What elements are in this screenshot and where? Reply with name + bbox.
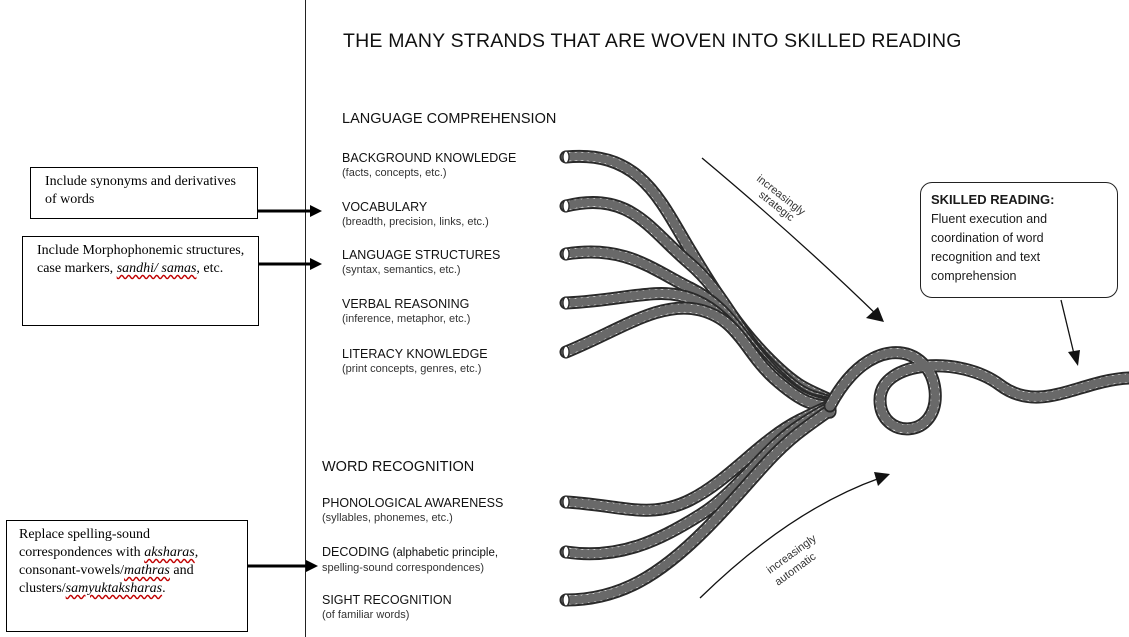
structures-note-italic: sandhi/ samas — [117, 261, 197, 276]
rope-literacy-knowledge-twist — [566, 308, 830, 408]
rope-phonological-awareness-twist — [566, 407, 830, 510]
skilled-reading-box: SKILLED READING: Fluent execution and co… — [920, 182, 1118, 298]
structures-note-box: Include Morphophonemic structures, case … — [22, 236, 259, 326]
structures-note-arrowhead — [310, 258, 322, 270]
strand-end-cap — [563, 496, 569, 508]
decoding-note-tail: . — [162, 581, 166, 596]
strand-end-cap — [563, 200, 569, 212]
decoding-note-box: Replace spelling-sound correspondences w… — [6, 520, 248, 632]
decoding-note-italic-3: samyuktaksharas — [66, 581, 162, 596]
decoding-note-italic-1: aksharas — [144, 545, 195, 560]
decoding-note-italic-2: mathras — [124, 563, 170, 578]
vocab-note-text: Include synonyms and derivatives of word… — [45, 174, 236, 207]
strategic-arrowhead — [866, 307, 884, 322]
skilled-reading-heading: SKILLED READING: — [931, 192, 1107, 207]
strand-end-cap — [563, 248, 569, 260]
strand-end-cap — [563, 594, 569, 606]
strand-end-cap — [563, 546, 569, 558]
automatic-arrowhead — [874, 472, 890, 486]
strategic-arrow — [702, 158, 880, 318]
skilled-reading-body: Fluent execution and coordination of wor… — [931, 210, 1107, 286]
structures-note-tail: , etc. — [196, 261, 223, 276]
skilled-pointer-arrowhead — [1068, 350, 1080, 366]
decoding-note-arrowhead — [306, 560, 318, 572]
vocab-note-box: Include synonyms and derivatives of word… — [30, 167, 258, 219]
strand-end-cap — [563, 297, 569, 309]
decoding-note-text-1: Replace spelling-sound correspondences w… — [19, 527, 150, 560]
strand-end-cap — [563, 151, 569, 163]
strand-end-cap — [563, 346, 569, 358]
vocab-note-arrowhead — [310, 205, 322, 217]
skilled-pointer-line — [1061, 300, 1074, 354]
